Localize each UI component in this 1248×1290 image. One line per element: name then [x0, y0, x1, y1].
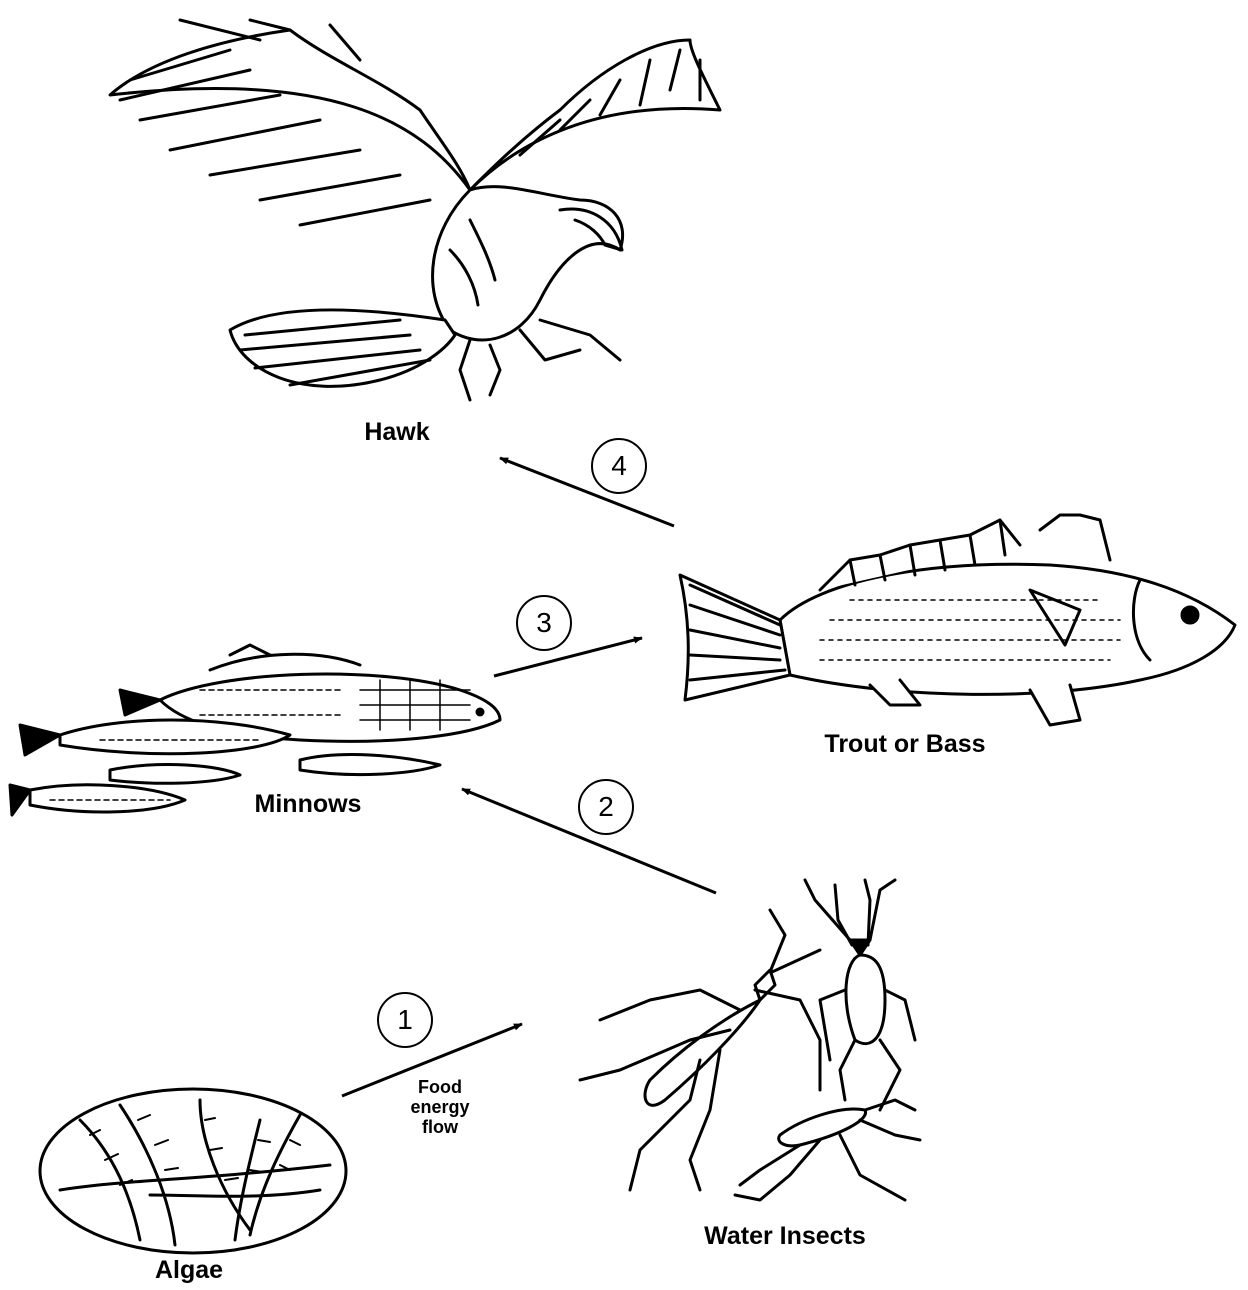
flow-label-line-3: flow — [410, 1117, 469, 1137]
arrow-4-number: 4 — [591, 450, 647, 482]
minnows-label: Minnows — [255, 790, 362, 819]
algae-illustration — [40, 1089, 346, 1253]
water-insects-label: Water Insects — [704, 1222, 866, 1251]
arrow-4 — [500, 458, 674, 526]
arrow-2-number: 2 — [578, 791, 634, 823]
arrow-3-number: 3 — [516, 607, 572, 639]
arrow-1-number: 1 — [377, 1004, 433, 1036]
arrow-number-circles — [378, 439, 646, 1047]
arrow-3 — [494, 638, 642, 676]
flow-label-line-2: energy — [410, 1097, 469, 1117]
water-insects-illustration — [580, 880, 920, 1200]
hawk-illustration — [110, 20, 720, 400]
trout-illustration — [680, 515, 1235, 725]
food-energy-flow-label: Food energy flow — [410, 1077, 469, 1137]
flow-label-line-1: Food — [410, 1077, 469, 1097]
trout-label: Trout or Bass — [824, 730, 985, 759]
hawk-label: Hawk — [364, 418, 429, 447]
algae-label: Algae — [155, 1256, 223, 1285]
